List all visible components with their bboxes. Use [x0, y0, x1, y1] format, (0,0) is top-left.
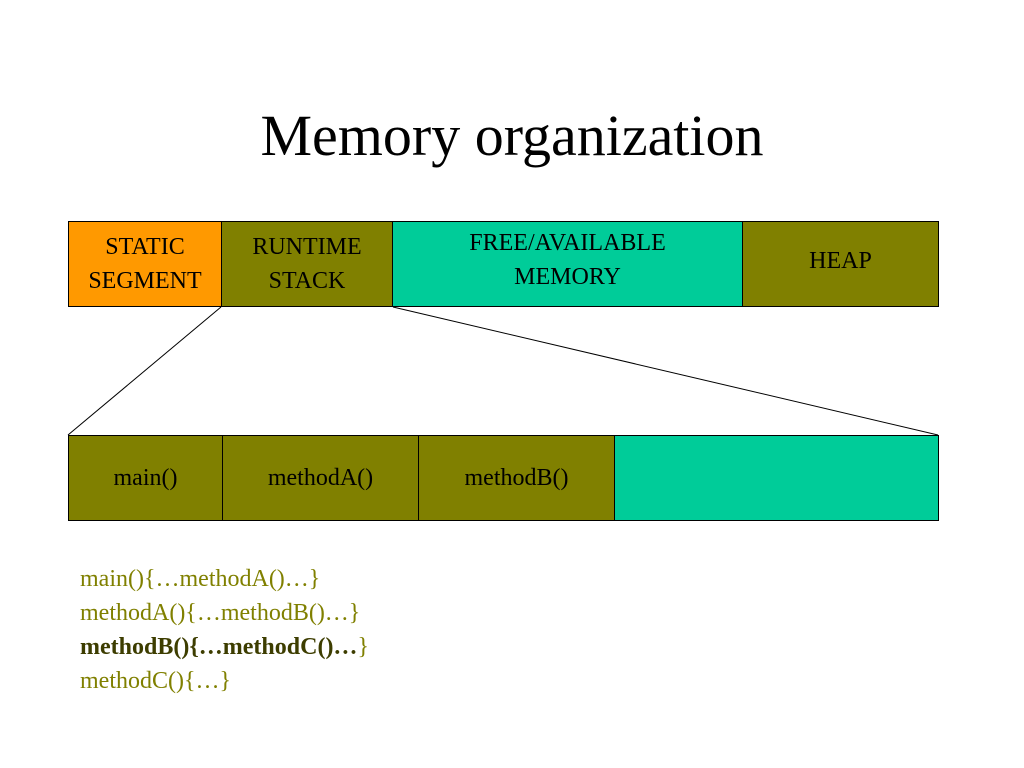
code-line-main: main(){…methodA()…} — [80, 566, 321, 592]
stack-frame-main-label: main() — [113, 465, 178, 491]
stack-frame-methodB: methodB() — [418, 435, 615, 521]
segment-free-memory: FREE/AVAILABLE MEMORY — [392, 221, 743, 307]
segment-free-memory-label: FREE/AVAILABLE MEMORY — [469, 230, 666, 290]
code-listing: main(){…methodA()…} methodA(){…methodB()… — [80, 562, 369, 698]
code-line-methodA: methodA(){…methodB()…} — [80, 600, 361, 626]
segment-heap: HEAP — [742, 221, 939, 307]
code-line-methodB-rest: } — [357, 634, 369, 660]
stack-frame-methodB-label: methodB() — [464, 465, 569, 491]
slide-title: Memory organization — [260, 103, 764, 168]
code-line-methodC: methodC(){…} — [80, 668, 232, 694]
segment-static-label: STATIC SEGMENT — [88, 234, 202, 294]
stack-free-space — [614, 435, 939, 521]
zoom-line-left — [67, 306, 222, 436]
segment-runtime-stack-label: RUNTIME STACK — [252, 234, 362, 294]
segment-static: STATIC SEGMENT — [68, 221, 222, 307]
code-line-methodB-bold: methodB(){…methodC()… — [80, 634, 358, 660]
segment-heap-label: HEAP — [809, 248, 872, 274]
zoom-line-right — [392, 306, 939, 436]
stack-frame-methodA: methodA() — [222, 435, 419, 521]
stack-frame-methodA-label: methodA() — [267, 465, 374, 491]
code-line-methodB: methodB(){…methodC()…} — [80, 630, 369, 664]
stack-frame-main: main() — [68, 435, 223, 521]
segment-runtime-stack: RUNTIME STACK — [221, 221, 393, 307]
